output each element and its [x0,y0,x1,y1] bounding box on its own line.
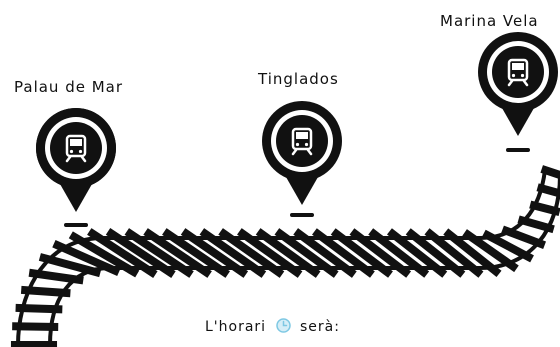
station-label-palau-de-mar: Palau de Mar [14,78,124,96]
railway-track [10,165,560,347]
station-label-marina-vela: Marina Vela [440,12,539,30]
station-marker-marina [478,32,558,152]
station-marker-palau [35,108,116,227]
schedule-heading: L'horari serà: [205,318,340,337]
station-label-tinglados: Tinglados [258,70,339,88]
clock-icon [275,318,291,337]
station-marker-tinglados [262,101,342,217]
schedule-prefix: L'horari [205,319,267,335]
schedule-suffix: serà: [299,319,340,335]
